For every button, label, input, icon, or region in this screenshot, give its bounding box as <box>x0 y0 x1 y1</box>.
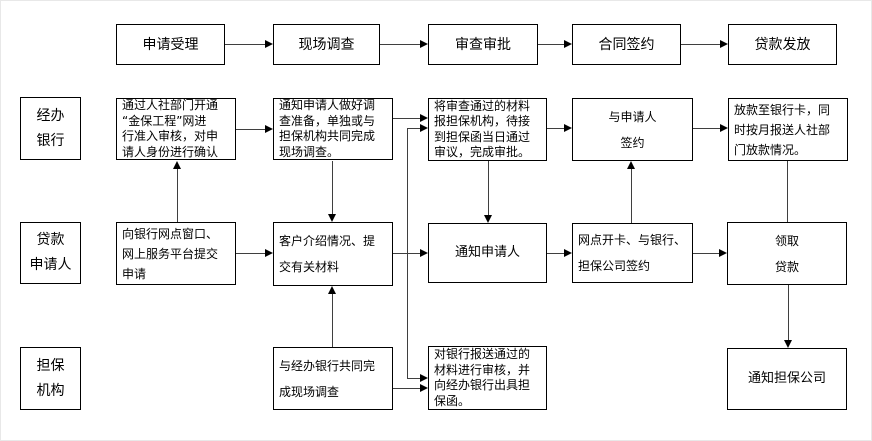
applicant-notified-box: 通知申请人 <box>428 223 547 283</box>
arrowhead-right-icon <box>265 249 273 257</box>
arrowhead-right-icon <box>265 125 273 133</box>
arrowhead-right-icon <box>720 124 728 132</box>
arrowhead-down-icon <box>328 214 336 222</box>
step-application-acceptance: 申请受理 <box>116 24 225 65</box>
bank-sign-with-applicant-box: 与申请人 签约 <box>572 98 693 161</box>
arrowhead-right-icon <box>420 124 428 132</box>
bank-submit-approval-box: 将审查通过的材料 报担保机构，待接 到担保函当日通过 审议，完成审批。 <box>428 98 547 161</box>
arrowhead-right-icon <box>564 124 572 132</box>
step-contract-signing: 合同签约 <box>572 24 681 65</box>
connector-receive-to-notify-guarantor <box>788 285 789 340</box>
connector-apply-to-verify <box>177 169 178 222</box>
connector-verify-to-notify <box>236 129 265 130</box>
arrowhead-right-icon <box>719 249 727 257</box>
connector-link-top-stub <box>407 128 420 129</box>
arrowhead-right-icon <box>420 40 428 48</box>
connector-jointsurvey-to-review <box>393 388 420 389</box>
connector-contract-to-issuance <box>681 44 720 45</box>
applicant-open-card-sign-box: 网点开卡、与银行、 担保公司签约 <box>572 223 693 283</box>
applicant-apply-box: 向银行网点窗口、 网上服务平台提交 申请 <box>116 222 236 285</box>
connector-disburse-to-receive <box>787 161 788 222</box>
connector-survey-to-review <box>380 44 420 45</box>
arrowhead-up-icon <box>328 286 336 294</box>
lane-label-handling-bank: 经办 银行 <box>20 97 81 160</box>
connector-opencard-to-sign <box>631 169 632 223</box>
arrowhead-right-icon <box>420 114 428 122</box>
connector-introduce-to-notified <box>393 253 420 254</box>
arrowhead-up-icon <box>173 161 181 169</box>
applicant-introduce-box: 客户介绍情况、提 交有关材料 <box>273 222 393 286</box>
guarantor-notified-box: 通知担保公司 <box>727 348 847 410</box>
connector-submit-to-sign <box>547 128 564 129</box>
connector-link-bottom-stub <box>407 378 420 379</box>
arrowhead-down-icon <box>784 340 792 348</box>
arrowhead-right-icon <box>420 374 428 382</box>
step-loan-issuance: 贷款发放 <box>728 24 837 65</box>
bank-notify-survey-box: 通知申请人做好调 查准备，单独或与 担保机构共同完成 现场调查。 <box>273 98 393 160</box>
arrowhead-right-icon <box>420 384 428 392</box>
connector-notified-to-opencard <box>547 253 564 254</box>
arrowhead-right-icon <box>265 40 273 48</box>
connector-acceptance-to-survey <box>225 44 265 45</box>
guarantor-review-letter-box: 对银行报送通过的 材料进行审核，并 向经办银行出具担 保函。 <box>428 346 547 410</box>
connector-review-to-contract <box>538 44 564 45</box>
arrowhead-right-icon <box>420 249 428 257</box>
connector-bank-guarantor-link <box>407 128 408 378</box>
connector-notify-to-introduce <box>332 161 333 215</box>
step-review-approval: 审查审批 <box>428 24 538 65</box>
arrowhead-down-icon <box>484 215 492 223</box>
step-site-survey: 现场调查 <box>273 24 380 65</box>
connector-sign-to-disburse <box>693 128 720 129</box>
lane-label-loan-applicant: 贷款 申请人 <box>20 222 81 284</box>
arrowhead-right-icon <box>564 249 572 257</box>
arrowhead-right-icon <box>564 40 572 48</box>
arrowhead-right-icon <box>720 40 728 48</box>
connector-submit-to-notified <box>488 161 489 215</box>
connector-apply-to-introduce <box>236 253 265 254</box>
arrowhead-up-icon <box>627 161 635 169</box>
applicant-receive-loan-box: 领取 贷款 <box>727 222 847 285</box>
bank-verify-identity-box: 通过人社部门开通 “金保工程”网进 行准入审核，对申 请人身份进行确认 <box>116 98 236 160</box>
lane-label-guarantee-agency: 担保 机构 <box>20 347 81 410</box>
connector-notify-to-submit <box>393 118 420 119</box>
guarantor-joint-survey-box: 与经办银行共同完 成现场调查 <box>273 347 393 410</box>
connector-jointsurvey-to-introduce <box>332 294 333 347</box>
bank-disburse-box: 放款至银行卡，同 时按月报送人社部 门放款情况。 <box>728 98 848 161</box>
connector-opencard-to-receive <box>693 253 719 254</box>
